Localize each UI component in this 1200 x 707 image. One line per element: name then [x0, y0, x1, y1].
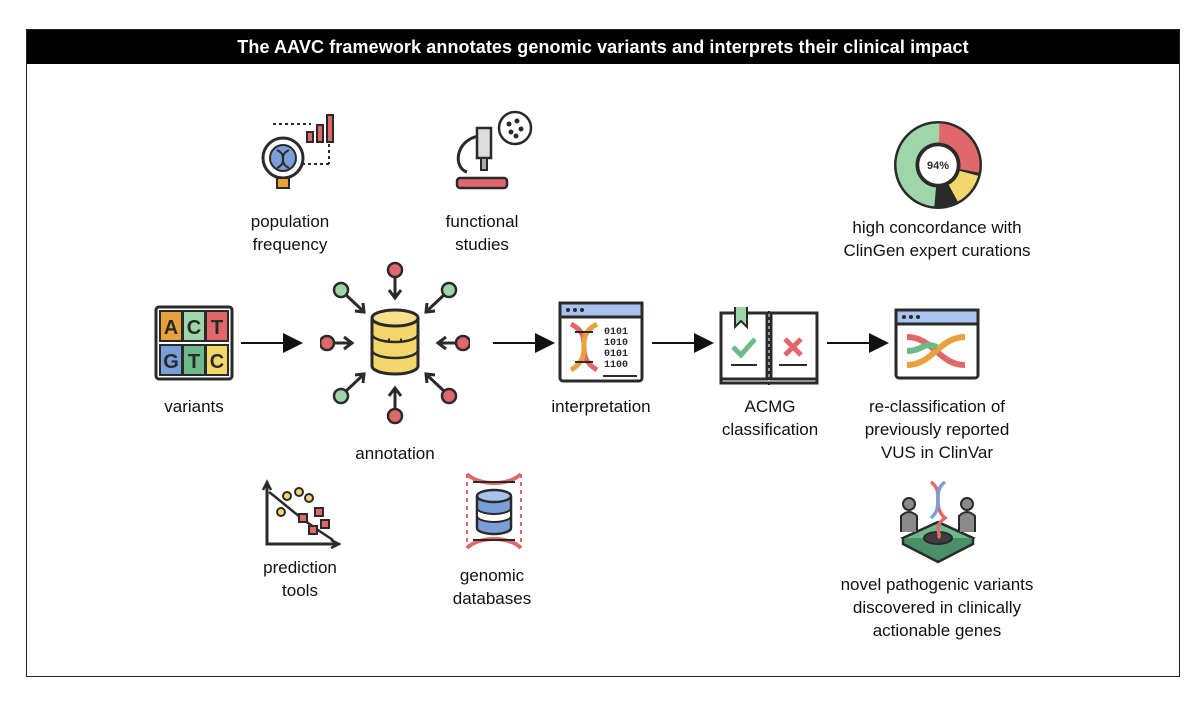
prediction-tools-icon — [261, 478, 341, 550]
annotation-hub-icon — [320, 258, 470, 428]
population-frequency-label: population frequency — [230, 210, 350, 256]
population-frequency-line2: frequency — [252, 235, 328, 254]
prediction-tools-line1: prediction — [263, 558, 337, 577]
concordance-line2: ClinGen expert curations — [843, 241, 1031, 260]
concordance-value: 94% — [927, 160, 949, 172]
glyph-g: G — [163, 351, 179, 373]
genomic-databases-label: genomic databases — [432, 564, 552, 610]
reclassification-line2: previously reported — [864, 420, 1010, 439]
functional-studies-line1: functional — [445, 212, 519, 231]
concordance-line1: high concordance with — [852, 218, 1022, 237]
reclassification-label: re-classification of previously reported… — [827, 395, 1047, 464]
novel-variants-line3: actionable genes — [872, 621, 1002, 640]
diagram-title: The AAVC framework annotates genomic var… — [237, 36, 969, 57]
genomic-databases-line1: genomic — [459, 566, 525, 585]
novel-variants-label: novel pathogenic variants discovered in … — [812, 573, 1062, 642]
reclassification-line3: VUS in ClinVar — [880, 443, 994, 462]
novel-variants-line1: novel pathogenic variants — [840, 575, 1034, 594]
novel-variants-line2: discovered in clinically — [852, 598, 1022, 617]
population-frequency-icon — [255, 112, 345, 192]
annotation-label: annotation — [355, 444, 435, 463]
reclassification-line1: re-classification of — [868, 397, 1006, 416]
concordance-donut-icon: 94% — [893, 120, 983, 210]
novel-variants-icon — [895, 478, 981, 568]
functional-studies-line2: studies — [455, 235, 509, 254]
prediction-tools-label: prediction tools — [240, 556, 360, 602]
functional-studies-icon — [445, 110, 535, 194]
title-bar: The AAVC framework annotates genomic var… — [27, 30, 1179, 64]
reclassification-icon — [893, 307, 981, 381]
glyph-c: C — [187, 317, 201, 339]
genomic-databases-icon — [459, 470, 529, 552]
functional-studies-label: functional studies — [422, 210, 542, 256]
glyph-t2: T — [188, 351, 200, 373]
prediction-tools-line2: tools — [282, 581, 318, 600]
population-frequency-line1: population — [250, 212, 330, 231]
genomic-databases-line2: databases — [452, 589, 532, 608]
acmg-line1: ACMG — [744, 397, 796, 416]
concordance-label: high concordance with ClinGen expert cur… — [832, 216, 1042, 262]
acmg-label: ACMG classification — [707, 395, 833, 441]
glyph-t: T — [211, 317, 223, 339]
interpretation-label: interpretation — [551, 397, 651, 416]
acmg-book-icon — [717, 305, 821, 387]
flow-arrows — [241, 333, 889, 353]
diagram-frame: The AAVC framework annotates genomic var… — [26, 29, 1180, 677]
glyph-a: A — [164, 317, 178, 339]
variants-label: variants — [164, 397, 224, 416]
variants-icon: A C T G T C — [154, 305, 234, 381]
glyph-c2: C — [210, 351, 224, 373]
acmg-line2: classification — [721, 420, 819, 439]
